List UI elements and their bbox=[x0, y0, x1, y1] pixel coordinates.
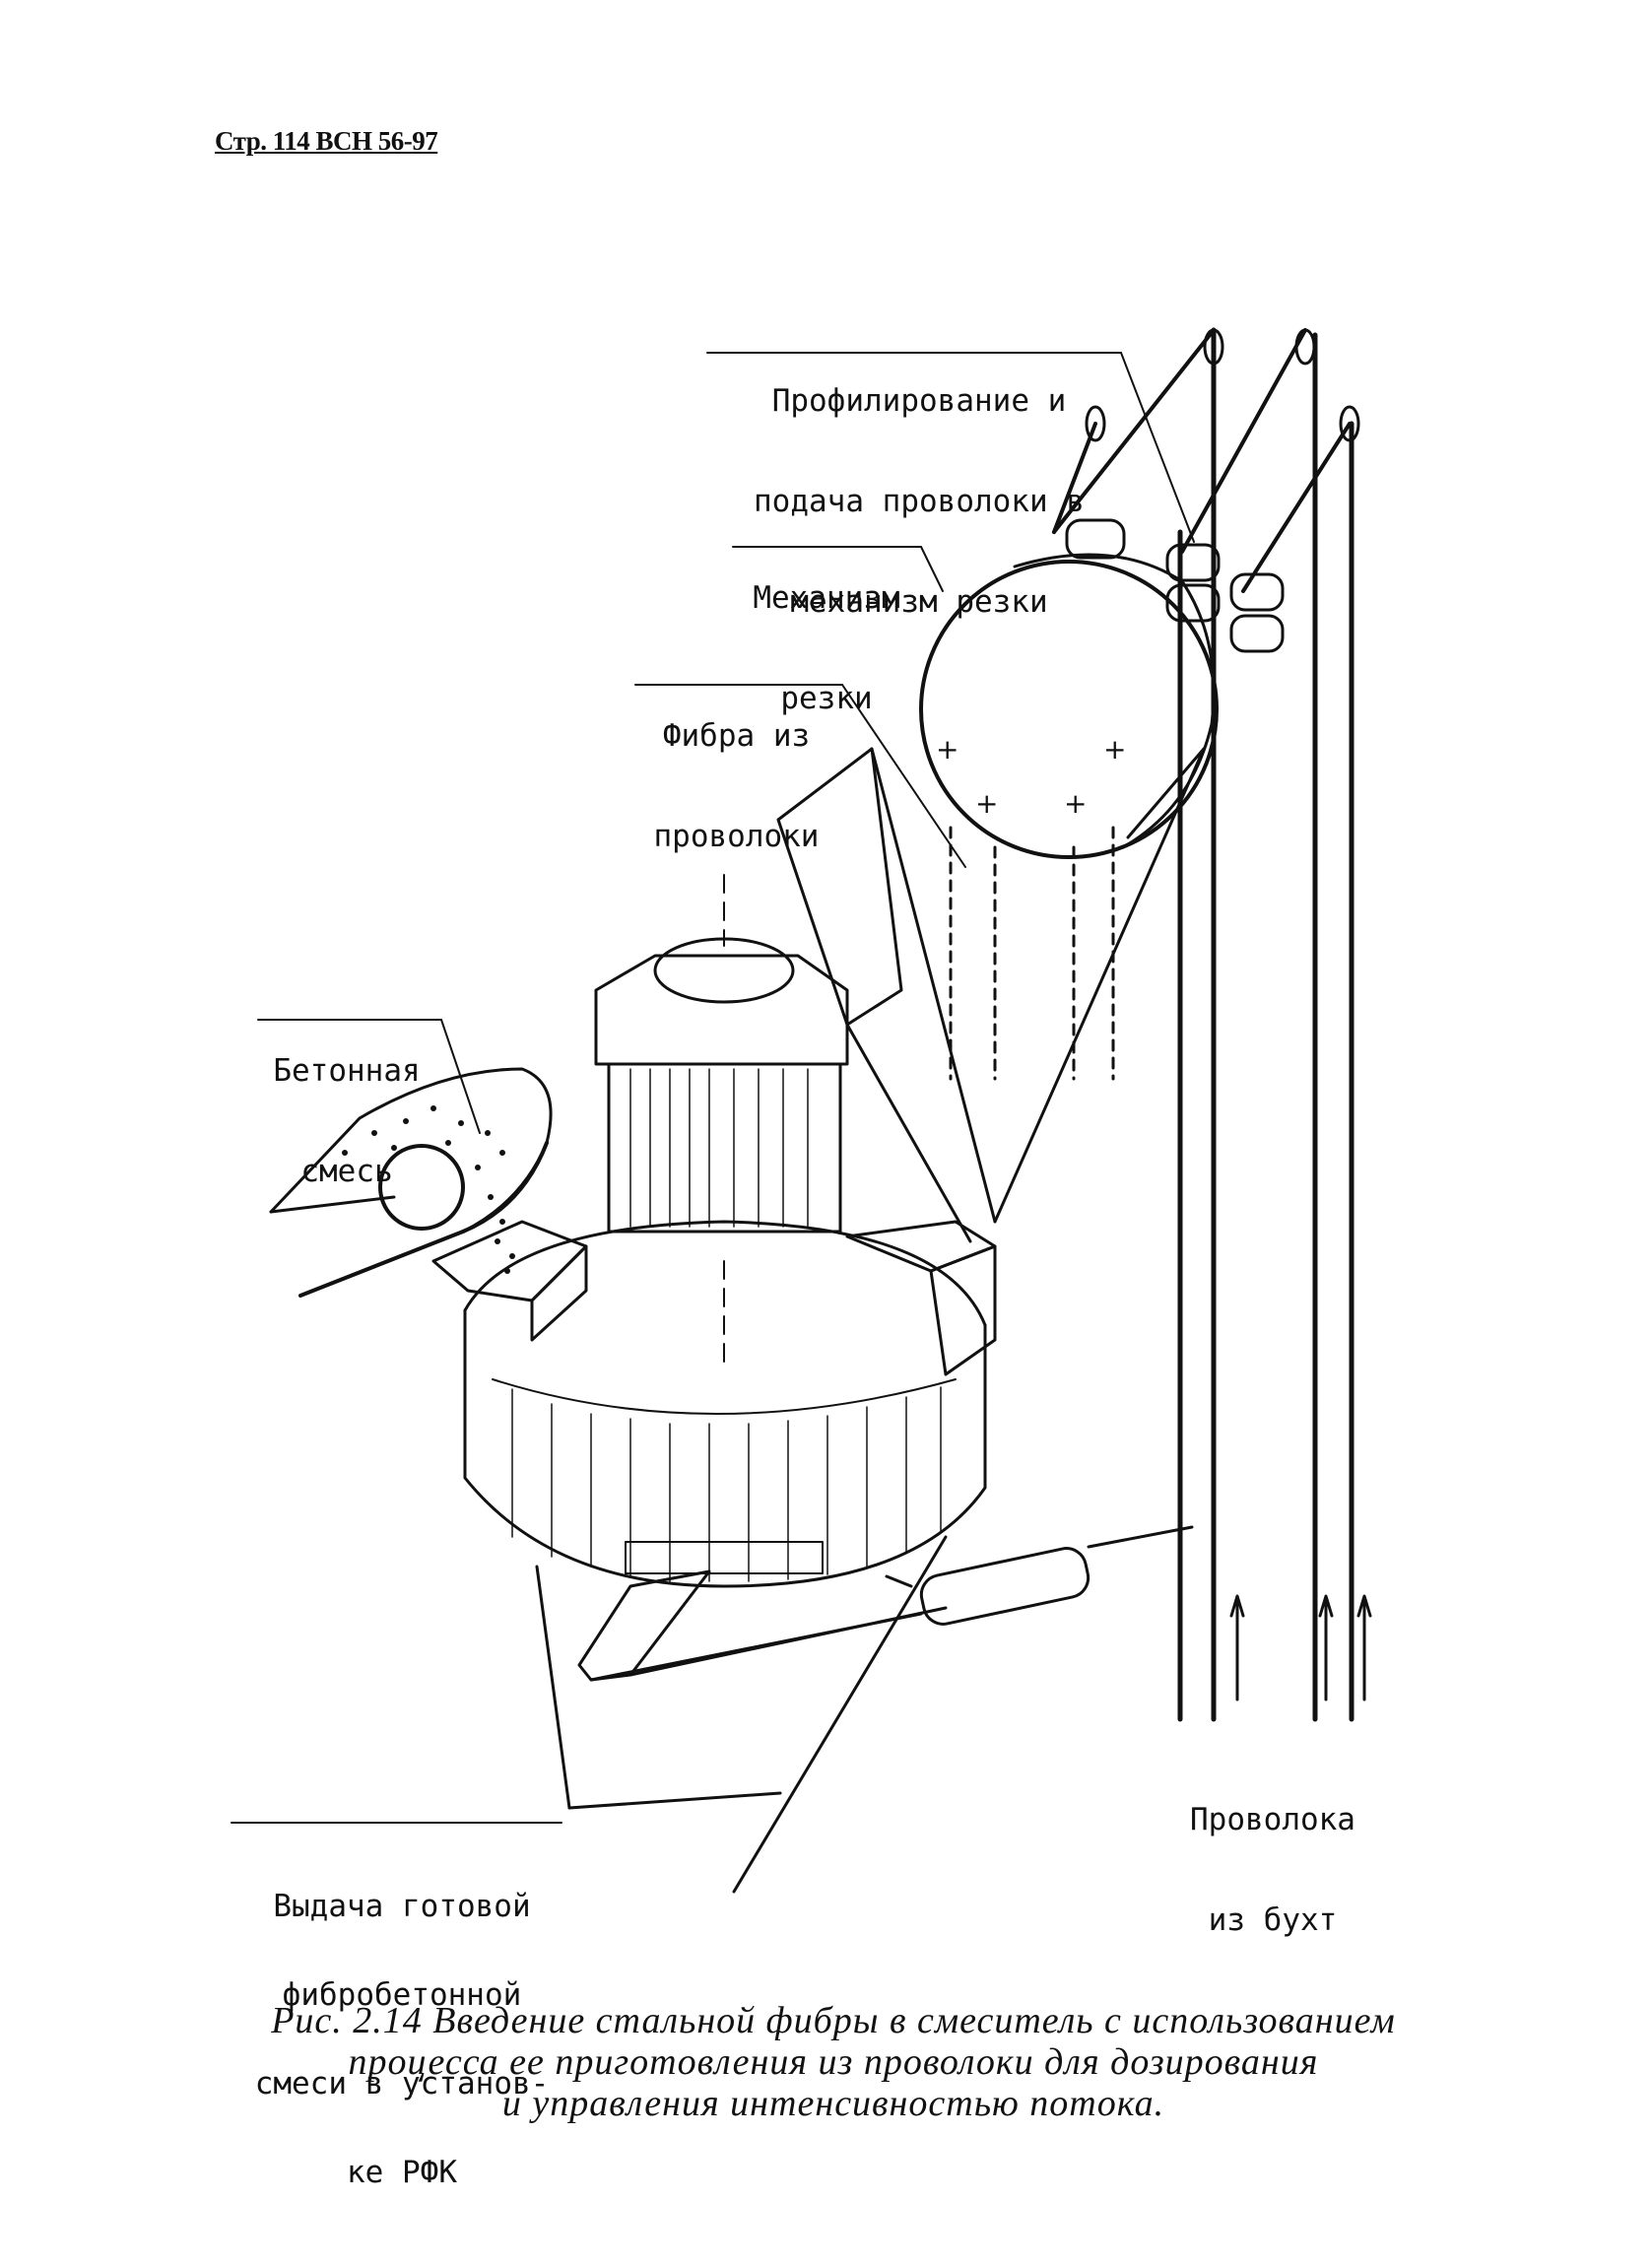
label-output-line-2: фибробетонной bbox=[282, 1977, 522, 2013]
label-output: Выдача готовой фибробетонной смеси в уст… bbox=[225, 1833, 579, 2246]
label-profiling: Профилирование и подача проволоки в меха… bbox=[707, 317, 1131, 686]
caption-line-2: процесса ее приготовления из проволоки д… bbox=[348, 2041, 1319, 2083]
label-cutting-line-1: Механизм bbox=[753, 580, 900, 616]
fiber-chute bbox=[776, 747, 1206, 1243]
label-concrete-line-1: Бетонная bbox=[273, 1053, 421, 1089]
label-output-line-4: ке РФК bbox=[347, 2155, 457, 2190]
vibrator bbox=[919, 1525, 1194, 1626]
label-profiling-line-1: Профилирование и bbox=[771, 383, 1067, 419]
wires bbox=[1177, 332, 1355, 1722]
svg-text:+: + bbox=[975, 787, 998, 820]
up-arrows bbox=[1229, 1594, 1372, 1701]
svg-text:+: + bbox=[1103, 733, 1126, 766]
label-fiber-line-2: проволоки bbox=[653, 819, 820, 854]
page-header: Стр. 114 ВСН 56-97 bbox=[215, 126, 438, 156]
leaders bbox=[231, 352, 1195, 1824]
label-concrete-mix: Бетонная смесь bbox=[258, 987, 435, 1255]
label-profiling-line-2: подача проволоки в bbox=[754, 484, 1085, 519]
label-output-line-1: Выдача готовой bbox=[273, 1889, 531, 1924]
label-wire-fiber: Фибра из проволоки bbox=[630, 652, 842, 920]
figure-caption: Рис. 2.14 Введение стальной фибры в смес… bbox=[193, 2000, 1474, 2124]
label-output-line-3: смеси в установ- bbox=[254, 2066, 550, 2101]
mixer-motor bbox=[594, 874, 849, 1370]
label-profiling-line-3: механизм резки bbox=[790, 584, 1048, 620]
concrete-conveyor bbox=[269, 1067, 553, 1298]
label-wire-from-coils: Проволока из бухт bbox=[1164, 1736, 1381, 2004]
svg-text:+: + bbox=[936, 733, 958, 766]
cutting-drum: + + + + bbox=[919, 553, 1219, 859]
mixer-body bbox=[431, 1220, 997, 1894]
top-pulleys bbox=[1052, 327, 1360, 1722]
caption-line-3: и управления интенсивностью потока. bbox=[501, 2083, 1165, 2124]
label-cutting-line-2: резки bbox=[780, 681, 873, 716]
svg-text:+: + bbox=[1064, 787, 1087, 820]
caption-line-1: Рис. 2.14 Введение стальной фибры в смес… bbox=[271, 2000, 1396, 2041]
label-coils-line-1: Проволока bbox=[1190, 1802, 1355, 1837]
discharge-tray bbox=[577, 1569, 948, 1682]
label-cutting-mechanism: Механизм резки bbox=[733, 514, 920, 782]
label-concrete-line-2: смесь bbox=[300, 1154, 393, 1189]
label-coils-line-2: из бухт bbox=[1208, 1902, 1338, 1938]
label-fiber-line-1: Фибра из bbox=[662, 718, 811, 754]
feed-rollers bbox=[1065, 518, 1285, 653]
